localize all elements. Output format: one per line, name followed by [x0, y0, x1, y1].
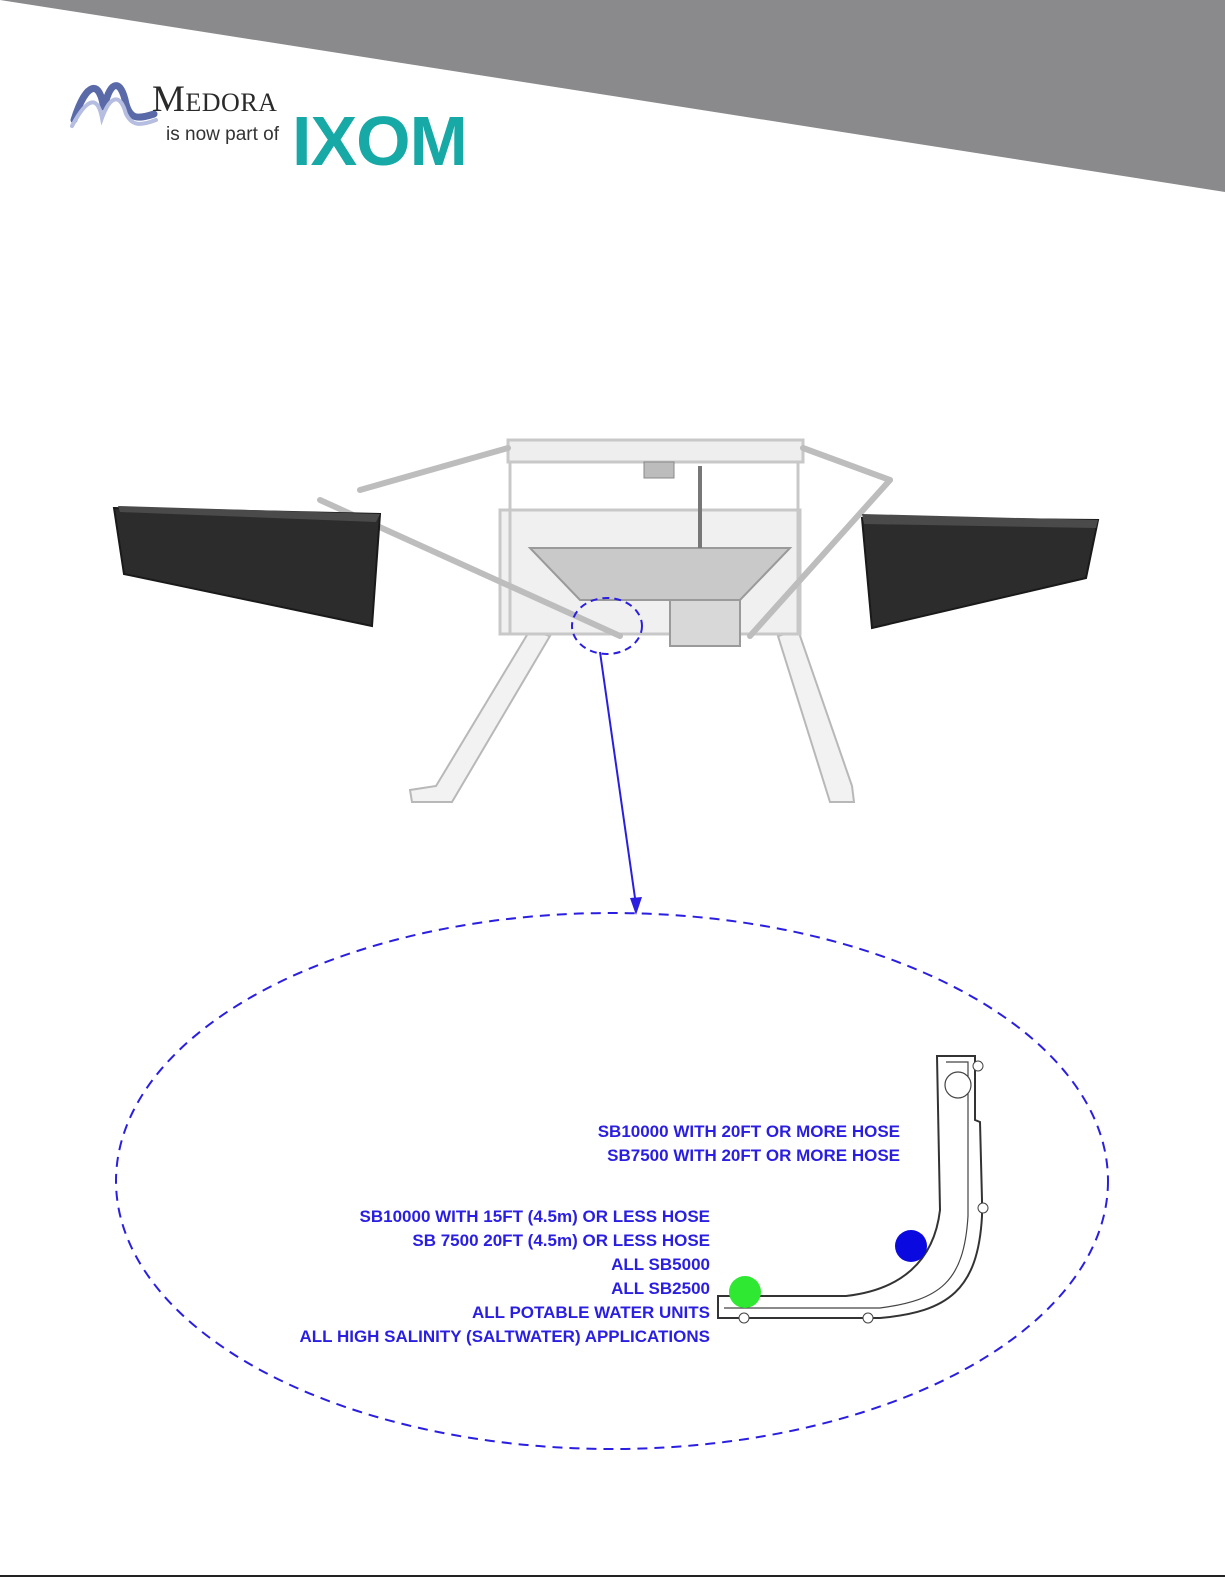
bracket-notch-top — [973, 1061, 983, 1071]
bracket-hole — [945, 1072, 971, 1098]
note-lower-1: SB10000 WITH 15FT (4.5m) OR LESS HOSE — [360, 1205, 710, 1229]
notes-lower-group: SB10000 WITH 15FT (4.5m) OR LESS HOSE SB… — [150, 1205, 710, 1365]
right-float — [862, 518, 1098, 628]
note-upper-2: SB7500 WITH 20FT OR MORE HOSE — [607, 1144, 900, 1168]
note-lower-6: ALL HIGH SALINITY (SALTWATER) APPLICATIO… — [299, 1325, 710, 1349]
right-leg — [778, 630, 854, 802]
left-float — [114, 508, 380, 626]
motor-housing — [644, 462, 674, 478]
medora-swoosh-icon — [70, 74, 160, 134]
ixom-wordmark: IXOM — [292, 106, 467, 176]
aerator-illustration — [100, 430, 1120, 830]
logo-tagline: is now part of — [166, 124, 279, 146]
intake-cylinder — [670, 600, 740, 646]
marker-blue-icon — [895, 1230, 927, 1262]
bracket-profile — [718, 1056, 982, 1318]
bracket-notch-side — [978, 1203, 988, 1213]
note-upper-1: SB10000 WITH 20FT OR MORE HOSE — [598, 1120, 900, 1144]
bracket-notch-bottom — [863, 1313, 873, 1323]
notes-upper-group: SB10000 WITH 20FT OR MORE HOSE SB7500 WI… — [300, 1120, 900, 1180]
medora-ixom-logo: Medora is now part of IXOM — [70, 72, 470, 182]
medora-wordmark: Medora — [152, 78, 277, 121]
footer-rule — [0, 1575, 1225, 1577]
note-lower-5: ALL POTABLE WATER UNITS — [472, 1301, 710, 1325]
note-lower-3: ALL SB5000 — [611, 1253, 710, 1277]
marker-green-icon — [729, 1276, 761, 1308]
bracket-notch-end — [739, 1313, 749, 1323]
note-lower-4: ALL SB2500 — [611, 1277, 710, 1301]
note-lower-2: SB 7500 20FT (4.5m) OR LESS HOSE — [412, 1229, 710, 1253]
left-leg — [410, 630, 550, 802]
